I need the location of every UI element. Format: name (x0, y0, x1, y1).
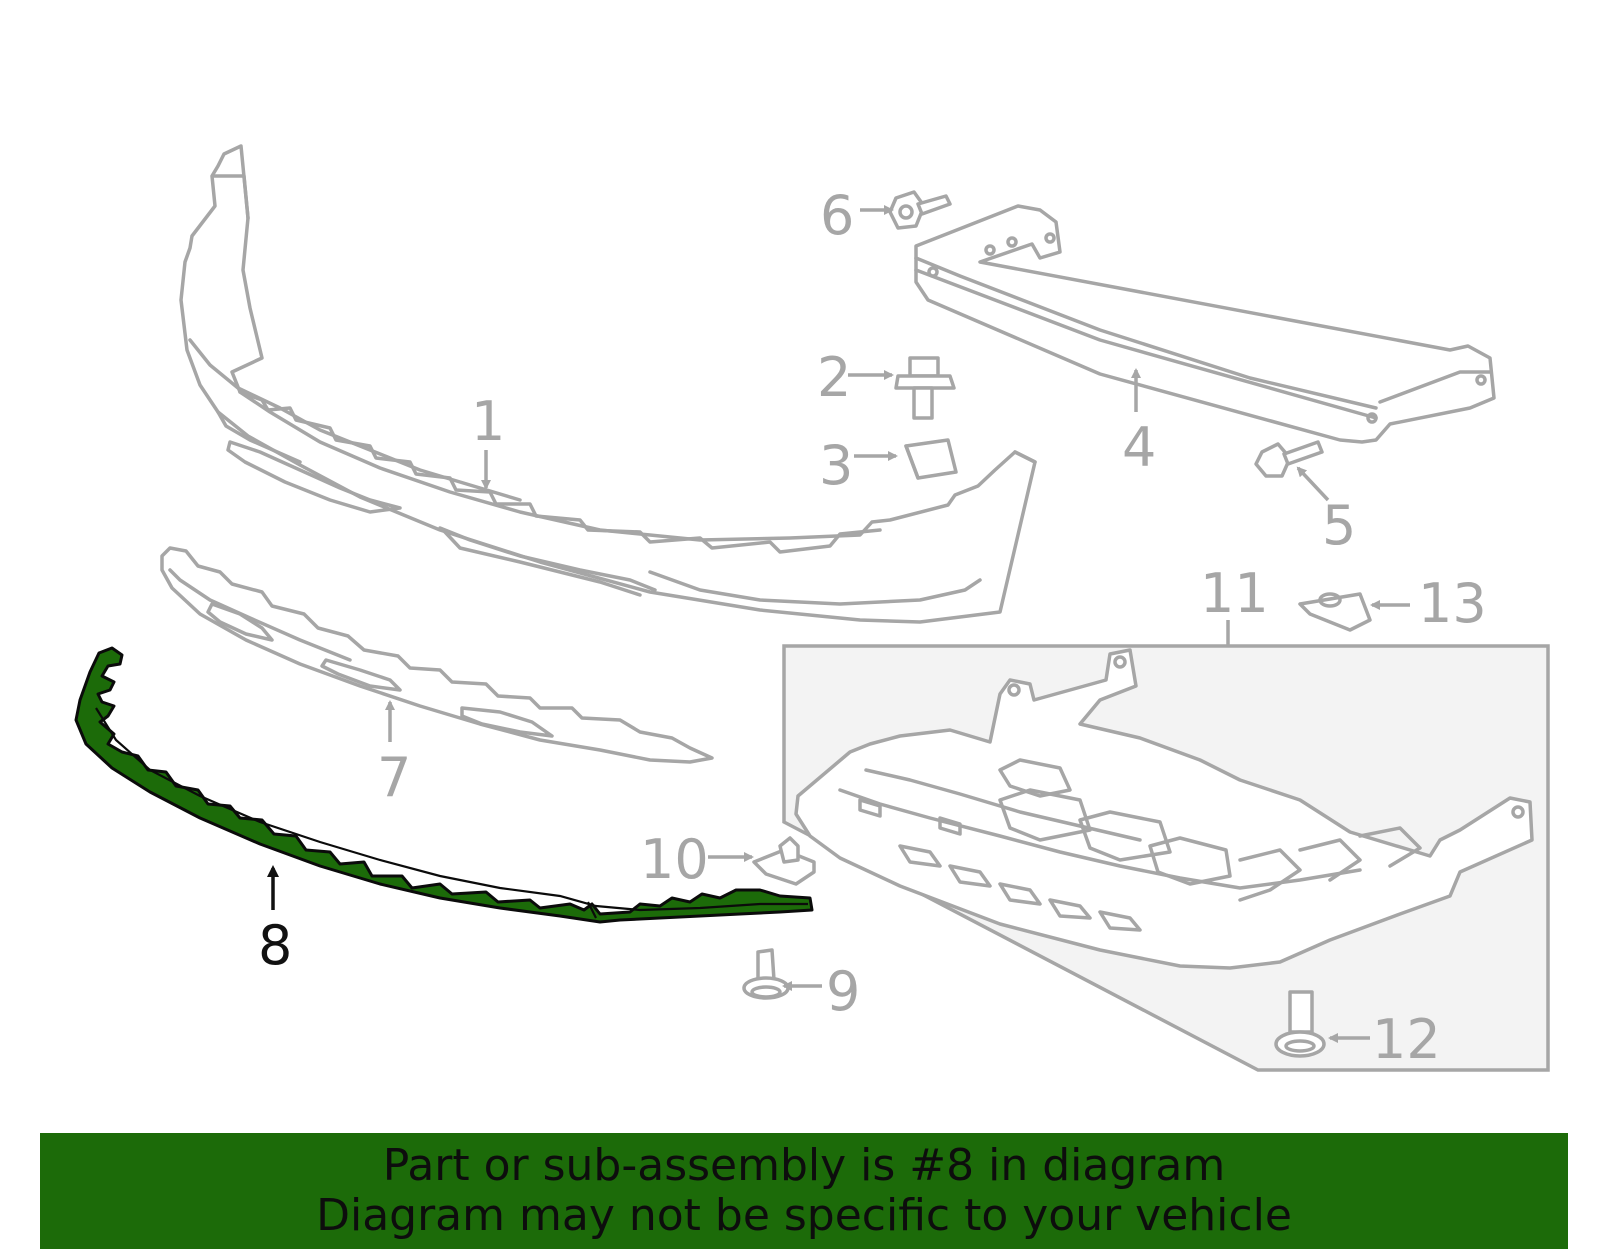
impact-bar-part-4[interactable] (914, 204, 1496, 444)
callout-1: 1 (471, 390, 505, 453)
bolt-part-5[interactable] (1254, 440, 1324, 478)
callout-10: 10 (640, 828, 709, 891)
callout-4: 4 (1122, 416, 1156, 479)
callout-6: 6 (820, 184, 854, 247)
callout-5: 5 (1322, 494, 1356, 557)
callout-12: 12 (1372, 1008, 1441, 1071)
bolt-part-12[interactable] (1274, 990, 1326, 1058)
callout-13: 13 (1418, 572, 1487, 635)
info-banner: Part or sub-assembly is #8 in diagram Di… (40, 1133, 1568, 1249)
callout-11: 11 (1200, 562, 1269, 625)
bumper-cover-part-1[interactable] (179, 144, 1037, 624)
clip-part-3[interactable] (904, 438, 958, 480)
callout-labels: 1 2 3 4 5 6 7 8 9 10 11 12 13 (258, 184, 1487, 1071)
screw-part-9[interactable] (742, 948, 790, 1000)
lower-valance-part-8-highlighted[interactable] (74, 646, 814, 924)
banner-line-1: Part or sub-assembly is #8 in diagram (382, 1140, 1226, 1191)
clip-nut-part-10[interactable] (752, 836, 816, 886)
clip-nut-part-13[interactable] (1298, 592, 1372, 632)
callout-8: 8 (258, 914, 292, 977)
bolt-part-2[interactable] (894, 356, 956, 420)
bolt-part-6[interactable] (888, 190, 952, 230)
callout-7: 7 (377, 746, 411, 809)
lower-grille-part-7[interactable] (160, 546, 714, 764)
callout-9: 9 (826, 960, 860, 1023)
splash-shield-part-11[interactable] (782, 644, 1550, 1072)
leader-lines (267, 205, 1410, 1043)
callout-3: 3 (819, 434, 853, 497)
banner-line-2: Diagram may not be specific to your vehi… (316, 1190, 1292, 1241)
callout-2: 2 (817, 346, 851, 409)
